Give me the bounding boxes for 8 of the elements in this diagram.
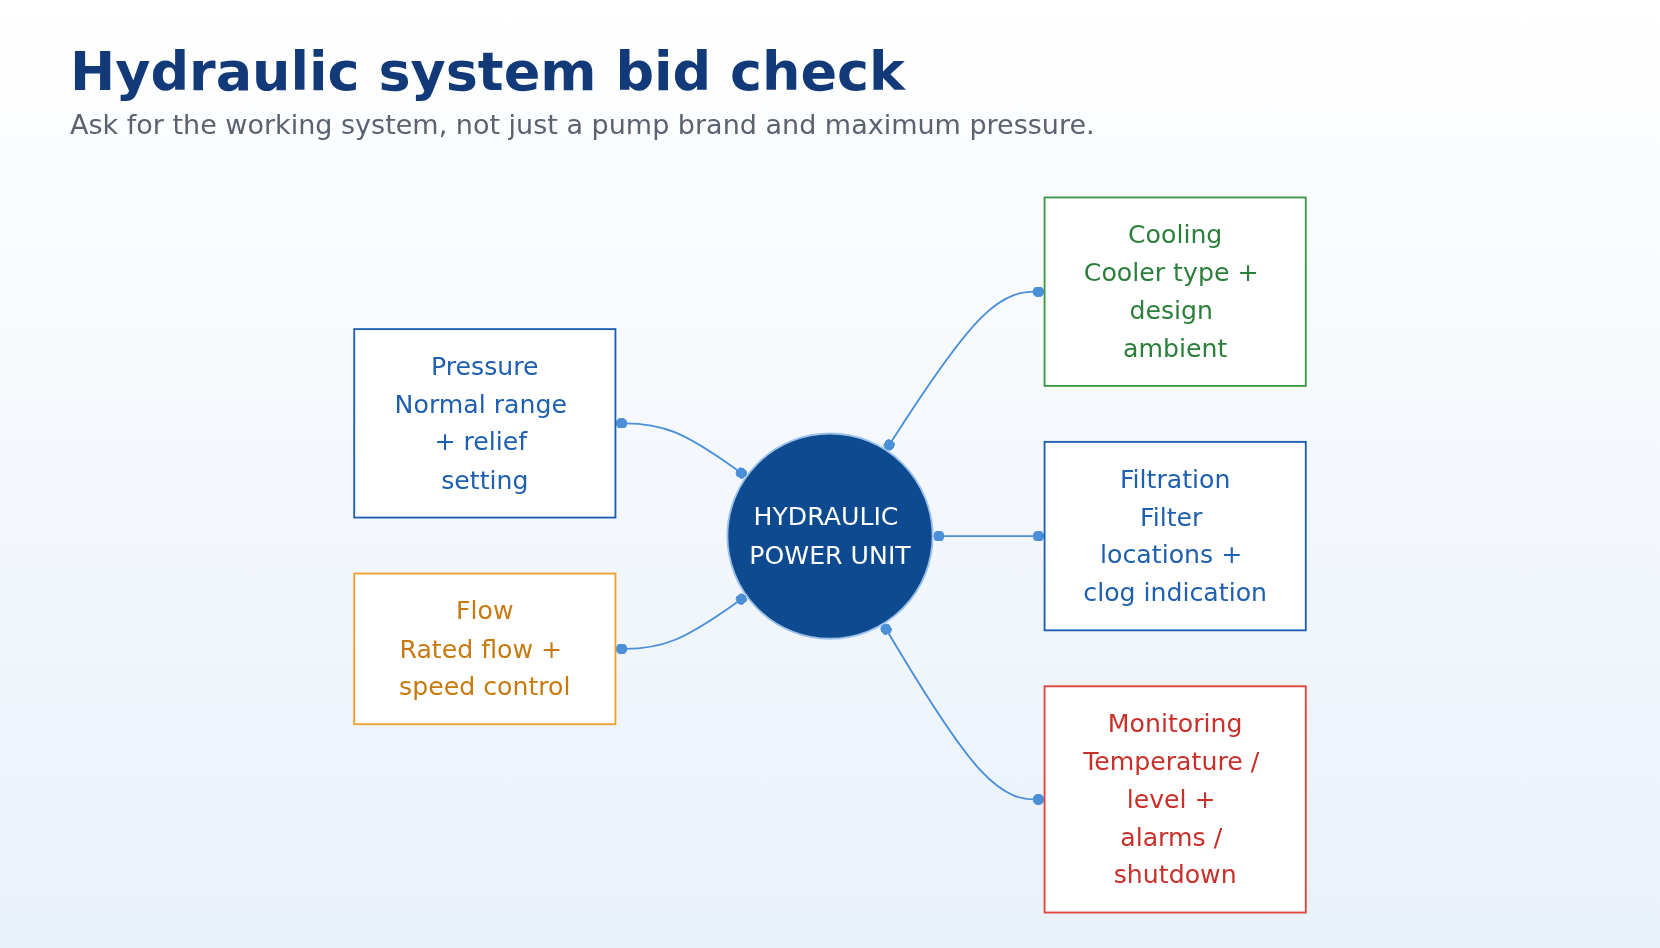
node-box: Filtration Filter locations + clog indication <box>1043 440 1307 632</box>
subtitle: Ask for the working system, not just a pump brand and maximum pressure. <box>70 109 1095 140</box>
node-box: Pressure Normal range + relief setting <box>353 328 617 519</box>
node-box: Monitoring Temperature / level + alarms / shutdown <box>1043 685 1307 914</box>
title: Hydraulic system bid check <box>70 40 907 103</box>
node-circle: HYDRAULIC POWER UNIT <box>726 432 934 640</box>
node-box: Cooling Cooler type + design ambient <box>1043 196 1307 387</box>
node-box: Flow Rated flow + speed control <box>353 572 617 726</box>
